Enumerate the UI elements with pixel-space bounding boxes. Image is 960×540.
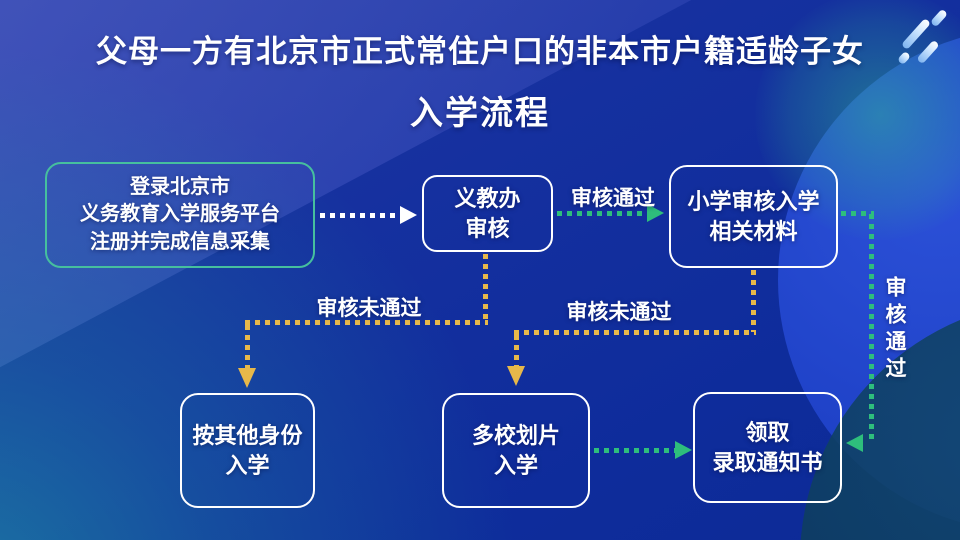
edge-multi-to-notice-dots xyxy=(594,448,676,453)
edge-primary-to-notice-arrowhead-icon xyxy=(846,434,863,452)
node-multi-line-1: 多校划片 xyxy=(471,423,560,449)
node-login-platform: 登录北京市 义务教育入学服务平台 注册并完成信息采集 xyxy=(45,162,315,268)
node-admission-notice: 领取 录取通知书 xyxy=(693,392,842,503)
node-primary-school-review: 小学审核入学 相关材料 xyxy=(669,165,838,268)
edge-primary-to-multi-dots-horizontal xyxy=(514,330,756,335)
edge-login-to-office-arrowhead-icon xyxy=(400,206,417,224)
node-primary-line-1: 小学审核入学 xyxy=(687,189,820,215)
title-line-1: 父母一方有北京市正式常住户口的非本市户籍适龄子女 xyxy=(96,34,864,69)
node-notice-line-1: 领取 xyxy=(745,420,790,446)
edge-office-to-other-dots-vertical2 xyxy=(245,325,250,369)
node-primary-line-2: 相关材料 xyxy=(709,218,798,244)
edge-multi-to-notice-arrowhead-icon xyxy=(675,441,692,459)
edge-login-to-office-dots xyxy=(320,213,400,218)
node-login-line-2: 义务教育入学服务平台 xyxy=(80,203,280,226)
node-notice-line-2: 录取通知书 xyxy=(712,449,823,475)
edge-label-pass-top: 审核通过 xyxy=(571,187,655,210)
node-multi-school-enroll: 多校划片 入学 xyxy=(442,393,590,508)
logo-stroke-icon xyxy=(930,8,948,28)
edge-primary-to-multi-dots-vertical xyxy=(751,270,756,332)
node-multi-line-2: 入学 xyxy=(493,452,538,478)
edge-primary-to-multi-arrowhead-icon xyxy=(507,366,525,386)
node-office-line-1: 义教办 xyxy=(454,186,521,212)
edge-label-fail-left: 审核未通过 xyxy=(316,297,422,320)
title-line-2: 入学流程 xyxy=(410,94,550,131)
node-education-office-review: 义教办 审核 xyxy=(422,175,553,252)
edge-primary-to-notice-dots-vertical xyxy=(869,214,874,440)
node-login-line-3: 注册并完成信息采集 xyxy=(90,230,270,253)
node-office-line-2: 审核 xyxy=(465,215,510,241)
node-other-line-2: 入学 xyxy=(225,452,270,478)
node-login-line-1: 登录北京市 xyxy=(130,175,230,198)
edge-office-to-other-dots-vertical xyxy=(483,254,488,322)
node-other-line-1: 按其他身份 xyxy=(192,423,303,449)
edge-label-fail-right: 审核未通过 xyxy=(566,301,672,324)
edge-office-to-other-arrowhead-icon xyxy=(238,368,256,388)
edge-primary-to-multi-dots-vertical2 xyxy=(514,335,519,368)
node-other-identity-enroll: 按其他身份 入学 xyxy=(180,393,315,508)
edge-label-pass-right: 审核通过 xyxy=(883,276,906,384)
